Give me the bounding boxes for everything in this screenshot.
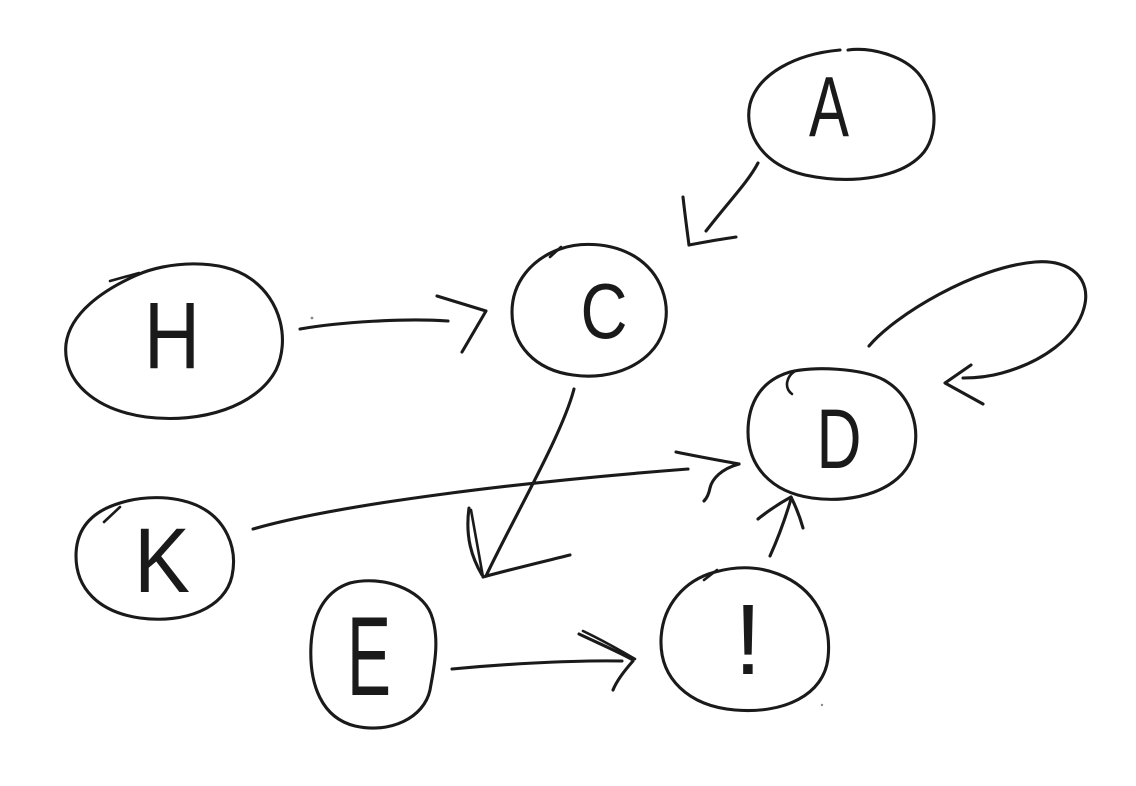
node-k-pen-hook (102, 505, 122, 524)
node-d: D (746, 367, 918, 501)
edge-h-to-c (298, 294, 488, 354)
node-c-circle (510, 242, 668, 378)
node-k-label: K (134, 510, 190, 612)
node-a-label: A (809, 60, 849, 155)
edge-d-self-loop-arc (867, 260, 1088, 380)
edge-c-to-e-arrowhead-inner (469, 508, 485, 579)
node-e: E (309, 579, 438, 730)
edge-exclamation-to-d-shaft (768, 497, 793, 558)
node-a-circle (747, 47, 936, 181)
node-d-pen-hook (785, 369, 797, 396)
node-c-pen-hook (548, 245, 563, 259)
edge-d-self-loop-arrowhead (943, 363, 985, 406)
node-e-circle (309, 579, 438, 730)
node-c: C (510, 242, 668, 378)
node-h-label: H (144, 283, 200, 389)
node-d-label: D (817, 392, 862, 486)
node-h-pen-hook (108, 271, 141, 283)
edge-exclamation-to-d-arrowhead-right-barb (789, 495, 805, 530)
edge-k-to-d-arrowhead-barb (702, 462, 741, 503)
node-h-circle (64, 262, 284, 421)
edge-c-to-e-shaft (484, 387, 576, 578)
ink-speck (310, 316, 314, 320)
edge-c-to-e-arrowhead-barb (481, 553, 572, 579)
edge-a-to-c-shaft (704, 161, 760, 233)
edge-e-to-exclamation-arrowhead (577, 632, 635, 662)
node-k: K (74, 496, 235, 621)
edge-k-to-d-shaft (251, 467, 690, 531)
node-exclamation-pen-hook (702, 568, 719, 582)
node-e-label: E (347, 594, 391, 719)
edge-k-to-d-arrowhead (674, 450, 741, 466)
edge-e-to-exclamation (450, 629, 637, 692)
node-exclamation: ! (659, 566, 831, 713)
edge-a-to-c (681, 161, 760, 247)
edge-a-to-c-arrowhead (681, 195, 691, 247)
node-c-label: C (581, 267, 628, 355)
node-exclamation-label: ! (734, 584, 762, 696)
edge-k-to-d (251, 450, 741, 531)
edge-c-to-e (466, 387, 576, 579)
node-k-circle (74, 496, 235, 621)
edge-h-to-c-arrowhead (435, 294, 488, 354)
edge-e-to-exclamation-arrowhead-double (581, 629, 637, 661)
edge-c-to-e-arrowhead (466, 506, 484, 577)
edge-d-self-loop (867, 260, 1088, 406)
node-a: A (747, 47, 936, 181)
node-d-circle (746, 367, 918, 501)
edge-e-to-exclamation-shaft (450, 659, 624, 671)
edge-h-to-c-shaft (298, 318, 450, 331)
edge-exclamation-to-d (756, 495, 805, 558)
ink-speck (820, 703, 824, 707)
edge-a-to-c-arrowhead-barb (687, 235, 738, 247)
edge-exclamation-to-d-arrowhead-left-barb (756, 495, 793, 521)
node-exclamation-circle (659, 566, 831, 713)
edge-e-to-exclamation-arrowhead-barb (611, 659, 635, 692)
node-h: H (64, 262, 284, 421)
